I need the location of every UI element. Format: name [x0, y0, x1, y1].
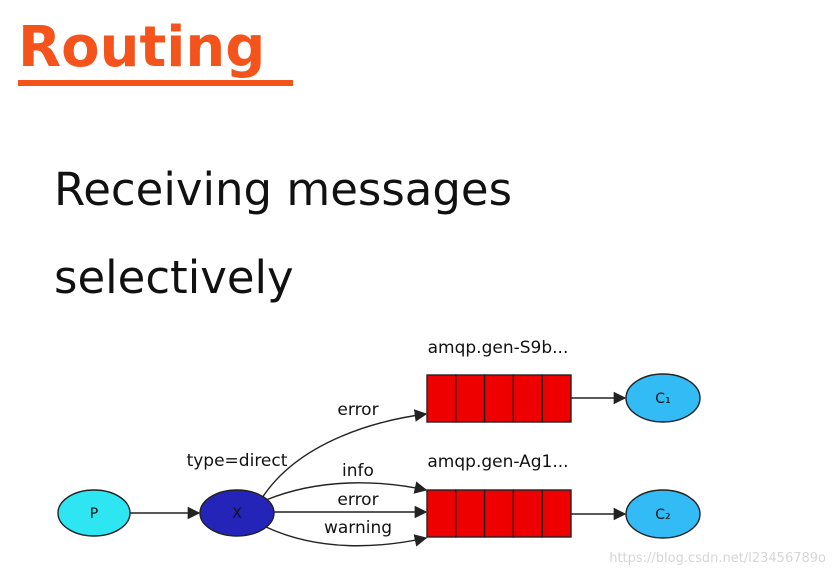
queue1-box [426, 374, 572, 423]
queue-cell [512, 374, 543, 423]
binding-label-info: info [342, 461, 374, 481]
edge-exchange-queue1-error [261, 409, 428, 499]
watermark: https://blog.csdn.net/l23456789o [609, 551, 826, 566]
binding-label-error-q1: error [337, 400, 378, 420]
slide-title: Routing [18, 15, 266, 80]
edge-exchange-queue2-warning [265, 526, 428, 547]
binding-label-error-q2: error [337, 490, 378, 510]
binding-label-warning: warning [324, 518, 392, 538]
title-underline [18, 80, 293, 86]
queue-cell [426, 489, 457, 538]
consumer2-label: C₂ [655, 507, 670, 523]
consumer1-node: C₁ [625, 373, 701, 423]
consumer1-label: C₁ [655, 391, 670, 407]
queue-cell [541, 489, 572, 538]
queue-cell [483, 374, 515, 423]
queue1-name: amqp.gen-S9b... [428, 338, 569, 358]
producer-label: P [90, 506, 98, 522]
exchange-node: X [199, 489, 275, 537]
queue-cell [455, 489, 486, 538]
queue-cell [426, 374, 457, 423]
queue2-name: amqp.gen-Ag1... [427, 452, 568, 472]
queue-cell [455, 374, 486, 423]
producer-node: P [57, 489, 131, 537]
exchange-label: X [232, 506, 242, 522]
exchange-type-label: type=direct [187, 451, 288, 471]
queue-cell [541, 374, 572, 423]
consumer2-node: C₂ [625, 489, 701, 539]
queue-cell [512, 489, 543, 538]
queue-cell [483, 489, 515, 538]
edge-exchange-queue2-info [265, 481, 428, 501]
queue2-box [426, 489, 572, 538]
slide-subtitle: Receiving messages selectively [54, 163, 513, 304]
